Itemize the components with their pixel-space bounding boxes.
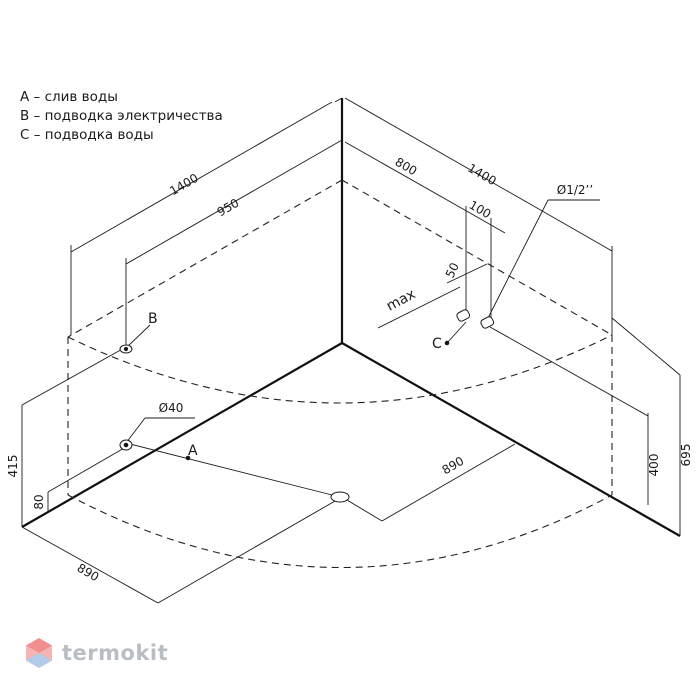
dim-80: 80 (32, 494, 46, 509)
dimension-labels: 1400 950 1400 800 100 50 max Ø1/2’’ Ø40 … (6, 155, 693, 585)
legend-item-c: C – подводка воды (20, 127, 154, 143)
marker-a: A (188, 443, 198, 459)
brand-name: termokit (62, 641, 169, 665)
dimension-lines (21, 97, 681, 604)
tub-top-front-arc (67, 334, 613, 404)
tub-top-back-left (67, 179, 343, 338)
legend-item-a: A – слив воды (20, 89, 118, 105)
dim-drain-diameter: Ø40 (159, 401, 184, 415)
dim-950: 950 (215, 196, 242, 220)
dim-50: 50 (443, 260, 462, 280)
dim-pipe: Ø1/2’’ (557, 183, 593, 197)
dim-890-bottom: 890 (75, 561, 102, 585)
marker-b: B (148, 311, 158, 327)
tub-bottom-front-arc (67, 494, 613, 568)
dim-415: 415 (6, 455, 20, 478)
water-inlet-left (456, 309, 471, 322)
marker-c: C (432, 336, 442, 352)
water-inlet-right (480, 316, 495, 329)
tub-corner-edges (21, 98, 681, 537)
floor-edge-left (21, 342, 343, 528)
fittings (119, 309, 495, 503)
dim-1400-right: 1400 (465, 161, 498, 188)
dim-890-right: 890 (440, 454, 467, 478)
tub-outline-dashed (67, 179, 613, 568)
floor-edge-right (341, 342, 681, 537)
drain-center (330, 491, 350, 503)
dim-400: 400 (647, 454, 661, 477)
point-markers: A B C (148, 311, 442, 459)
legend: A – слив воды B – подводка электричества… (20, 88, 223, 145)
termokit-logo-icon (26, 638, 52, 668)
dim-1400-left: 1400 (167, 171, 200, 198)
dim-800: 800 (393, 155, 420, 179)
legend-item-b: B – подводка электричества (20, 108, 223, 124)
brand-watermark: termokit (24, 633, 168, 673)
dim-100: 100 (467, 198, 494, 222)
dim-695: 695 (679, 444, 693, 467)
tub-top-back-right (341, 179, 613, 336)
